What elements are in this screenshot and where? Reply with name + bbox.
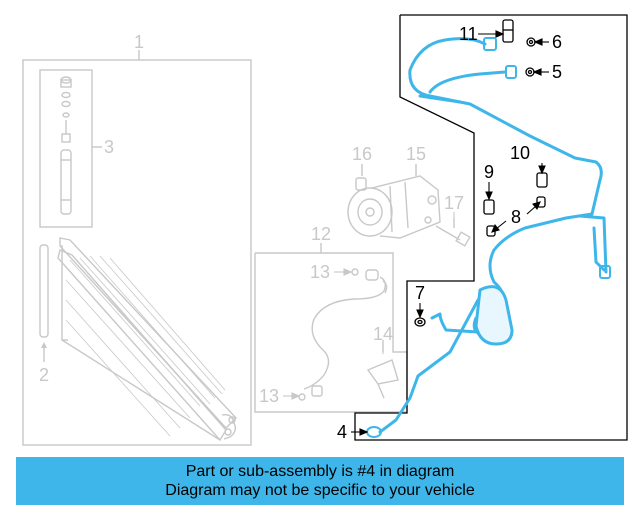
callout-17: 17 [444,193,464,213]
dryer-box [39,69,93,228]
fitting-right [599,265,611,279]
callout-13-upper: 13 [310,262,330,282]
pressure-line-upper-3 [418,94,462,104]
highlighted-parts [366,37,611,438]
pressure-line-upper [408,37,603,216]
compressor-assembly [347,164,471,247]
faded-parts [22,50,471,446]
callout-16: 16 [352,144,372,164]
callout-9: 9 [484,162,494,182]
callout-10: 10 [510,143,530,163]
valve-10 [536,172,548,188]
pressure-line-right-2 [592,226,606,272]
muffler [474,285,514,346]
condenser-frame [22,59,252,446]
callout-14: 14 [373,324,393,344]
callout-15: 15 [406,144,426,164]
callout-leaders-faded [283,166,455,400]
pressure-line-diagonal [378,298,480,434]
callout-13-lower: 13 [259,386,279,406]
seal-8b [536,196,546,208]
callout-11: 11 [459,24,478,44]
condenser-core [57,237,237,442]
callout-4: 4 [337,422,347,442]
callout-leaders [351,30,549,436]
banner-disclaimer: Diagram may not be specific to your vehi… [165,482,475,499]
receiver-bar [39,244,49,338]
fittings-black [414,19,548,327]
callout-1: 1 [134,32,144,52]
callout-5: 5 [552,62,562,82]
banner-part-note: Part or sub-assembly is #4 in diagram [185,463,455,480]
fitting-mid [505,65,517,79]
info-banner: Part or sub-assembly is #4 in diagram Di… [16,457,624,505]
callout-7: 7 [415,283,425,303]
dryer-parts [60,76,72,215]
condenser-assembly [22,50,252,446]
callout-12: 12 [311,224,331,244]
fitting-top [483,37,497,51]
callout-2: 2 [39,365,49,385]
highlight-box [354,14,628,441]
pressure-line-bottom [430,312,480,334]
pressure-line-upper-2 [428,70,507,94]
cap-9 [483,199,495,215]
callout-6: 6 [552,32,562,52]
pressure-line-right [578,214,608,274]
callout-numbers: 1 2 3 12 13 13 14 15 16 17 11 6 5 10 9 8… [39,24,562,442]
callout-8: 8 [511,207,521,227]
callout-3: 3 [104,137,114,157]
oring-7 [414,317,426,327]
switch-11 [502,19,514,43]
